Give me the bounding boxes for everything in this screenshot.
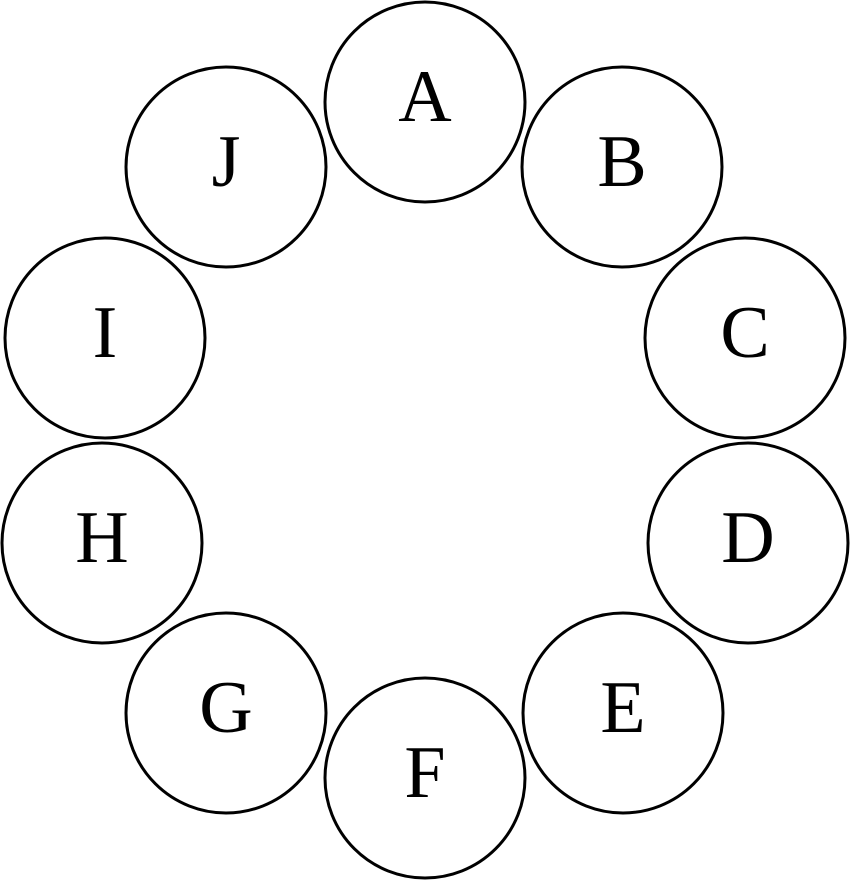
node-h[interactable]: H xyxy=(0,441,204,645)
node-circle-c[interactable] xyxy=(643,236,847,440)
node-label-c: C xyxy=(720,292,769,374)
node-e[interactable]: E xyxy=(521,611,725,815)
node-label-g: G xyxy=(199,667,252,749)
node-circle-a[interactable] xyxy=(323,0,527,204)
node-circle-i[interactable] xyxy=(3,236,207,440)
node-label-a: A xyxy=(398,56,451,138)
node-label-d: D xyxy=(721,497,774,579)
node-circle-h[interactable] xyxy=(0,441,204,645)
node-label-e: E xyxy=(600,667,645,749)
node-j[interactable]: J xyxy=(124,65,328,269)
node-c[interactable]: C xyxy=(643,236,847,440)
node-i[interactable]: I xyxy=(3,236,207,440)
node-b[interactable]: B xyxy=(520,65,724,269)
node-circle-j[interactable] xyxy=(124,65,328,269)
node-label-b: B xyxy=(597,121,646,203)
node-circle-d[interactable] xyxy=(646,441,850,645)
node-circle-b[interactable] xyxy=(520,65,724,269)
node-g[interactable]: G xyxy=(124,611,328,815)
node-f[interactable]: F xyxy=(323,676,527,880)
node-a[interactable]: A xyxy=(323,0,527,204)
node-d[interactable]: D xyxy=(646,441,850,645)
node-label-h: H xyxy=(75,497,128,579)
node-label-f: F xyxy=(404,732,445,814)
node-label-i: I xyxy=(93,292,118,374)
node-circle-g[interactable] xyxy=(124,611,328,815)
node-circle-f[interactable] xyxy=(323,676,527,880)
node-circle-e[interactable] xyxy=(521,611,725,815)
node-label-j: J xyxy=(212,121,241,203)
